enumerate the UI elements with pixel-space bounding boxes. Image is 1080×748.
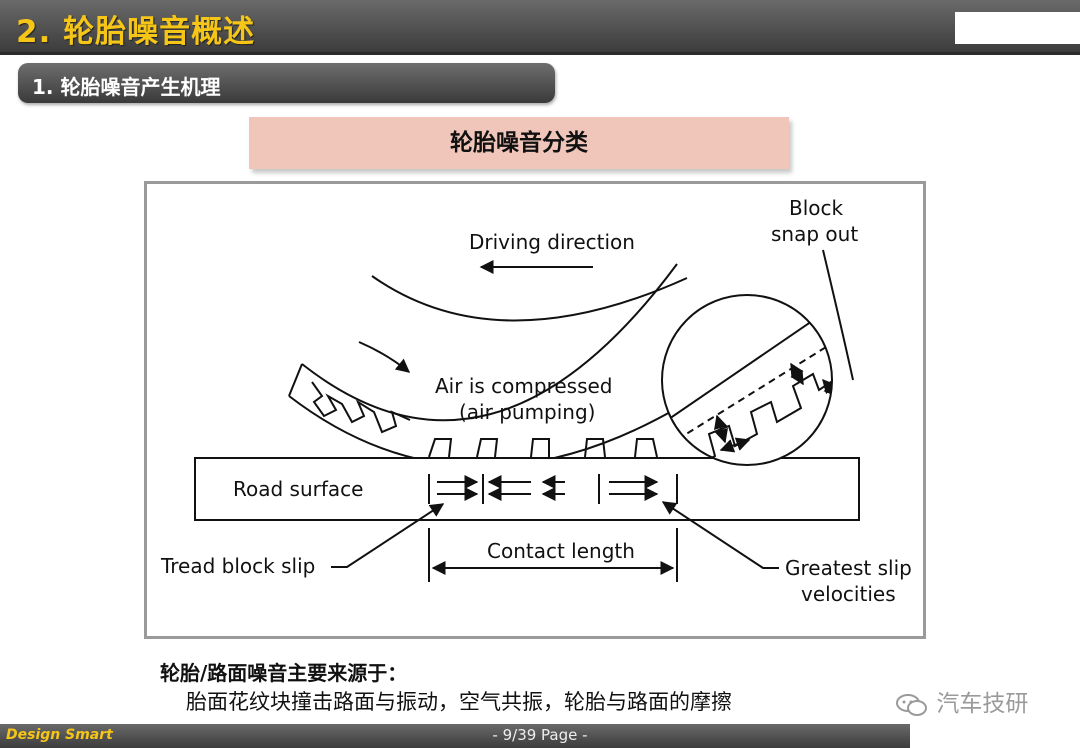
header-divider bbox=[0, 52, 1080, 55]
watermark-text: 汽车技研 bbox=[936, 691, 1029, 717]
tread-block-slip-leader bbox=[331, 503, 445, 568]
page-number: - 9/39 Page - bbox=[492, 726, 588, 744]
footer-bar: Design Smart - 9/39 Page - bbox=[0, 724, 1080, 748]
summary-heading: 轮胎/路面噪音主要来源于： bbox=[160, 661, 408, 685]
logo-placeholder bbox=[955, 12, 1080, 44]
road-surface-label: Road surface bbox=[233, 477, 363, 501]
block-snap-out-leader bbox=[822, 249, 854, 381]
tread-block-slip-label: Tread block slip bbox=[160, 554, 315, 578]
tread-blocks-contact bbox=[428, 438, 658, 458]
wechat-icon bbox=[896, 693, 927, 716]
diagram-svg: Road surface Driving bbox=[160, 196, 912, 606]
slip-arrows bbox=[428, 474, 678, 504]
tire-noise-diagram: Road surface Driving bbox=[144, 181, 926, 639]
section-subtitle: 1. 轮胎噪音产生机理 bbox=[32, 75, 221, 99]
road-surface-rect bbox=[194, 457, 860, 521]
footer-brand: Design Smart bbox=[6, 727, 113, 743]
slide-title: 2. 轮胎噪音概述 bbox=[16, 14, 256, 50]
driving-direction-label: Driving direction bbox=[469, 230, 635, 254]
category-title-box: 轮胎噪音分类 bbox=[249, 117, 789, 169]
air-compressed-label-2: (air pumping) bbox=[459, 400, 595, 424]
tire-body-arc bbox=[371, 275, 688, 322]
tire-outer-arc bbox=[301, 263, 678, 422]
header-bar: 2. 轮胎噪音概述 bbox=[0, 0, 1080, 52]
section-subtitle-bar: 1. 轮胎噪音产生机理 bbox=[18, 63, 555, 103]
contact-length-label: Contact length bbox=[487, 539, 635, 563]
block-snap-out-label-1: Block bbox=[789, 196, 844, 220]
greatest-slip-leader bbox=[661, 501, 779, 569]
greatest-slip-label-2: velocities bbox=[801, 582, 896, 606]
air-compressed-label-1: Air is compressed bbox=[435, 374, 613, 398]
block-snap-out-label-2: snap out bbox=[771, 222, 858, 246]
air-flow-arrow bbox=[358, 341, 411, 373]
summary-body: 胎面花纹块撞击路面与振动，空气共振，轮胎与路面的摩擦 bbox=[186, 690, 732, 714]
greatest-slip-label-1: Greatest slip bbox=[785, 556, 912, 580]
tread-blocks-left bbox=[311, 381, 411, 434]
category-title: 轮胎噪音分类 bbox=[450, 130, 588, 156]
footer-logo-area bbox=[910, 724, 1080, 748]
watermark: 汽车技研 bbox=[895, 684, 1028, 718]
